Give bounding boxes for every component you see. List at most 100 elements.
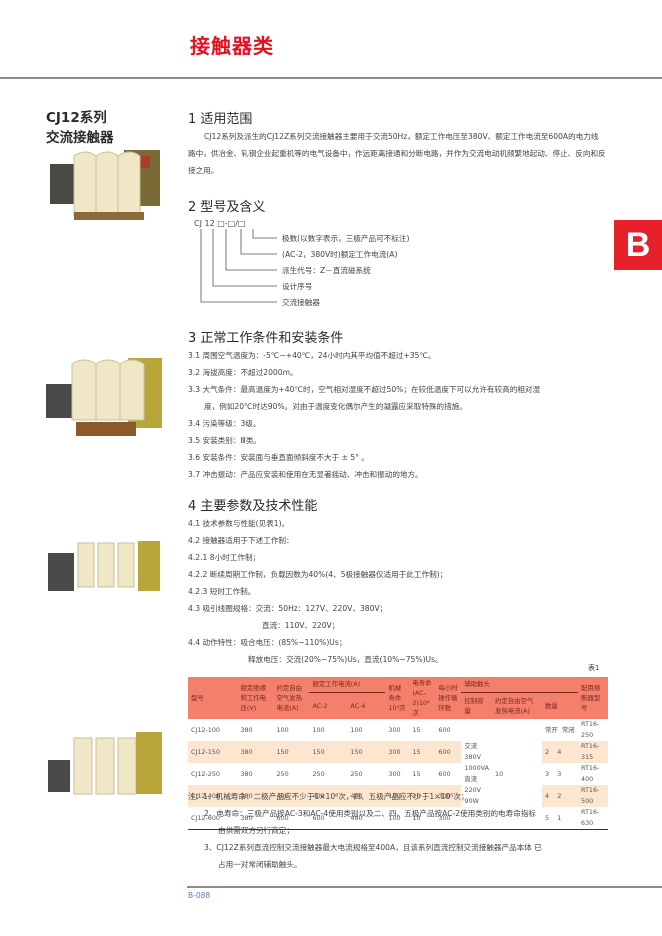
- cell: 400: [273, 785, 310, 807]
- th-aux-thermal: 约定自由空气发热电流(A): [492, 692, 542, 719]
- th-model: 型号: [188, 677, 238, 719]
- condition-item: 3.2 海拔高度：不超过2000m。: [188, 368, 298, 377]
- note-item: 3、CJ12Z系列直流控制交流接触器最大电流规格至400A，且该系列直流控制交流…: [204, 843, 542, 852]
- cell: 100: [276, 725, 289, 734]
- th-voltage: 额定绝缘和工作电压(V): [237, 677, 274, 719]
- table-row: CJ12-600 380 600 600 480 100 10 300 5 1 …: [188, 807, 608, 829]
- th-ac4: AC-4: [347, 692, 386, 719]
- section-tab-b: B: [614, 220, 662, 270]
- footer-divider: [187, 886, 662, 888]
- condition-item: 3.5 安装类别：Ⅲ类。: [188, 436, 261, 445]
- table-row: CJ12-100 380 100 100 100 300 15 600 交流38…: [188, 719, 608, 805]
- section-1-body: CJ12系列及派生的CJ12Z系列交流接触器主要用于交流50Hz，额定工作电压至…: [188, 132, 606, 175]
- section-3-heading: 3 正常工作条件和安装条件: [188, 331, 344, 346]
- cell: 4 2: [542, 785, 578, 807]
- param-item: 4.1 技术参数与性能(见表1)。: [188, 519, 290, 528]
- model-code: CJ 12 □-□/□: [194, 219, 246, 228]
- cell: 250: [276, 769, 289, 778]
- no-value: 5: [545, 813, 550, 822]
- param-item: 4.2.2 断续周期工作制，负载因数为40%(4、5极接触器仅适用于此工作制)；: [188, 570, 448, 579]
- cell: RT16-630: [581, 808, 600, 827]
- no-value: 2: [545, 747, 550, 756]
- param-item: 直流：110V、220V；: [262, 621, 340, 630]
- cell: 100: [350, 725, 363, 734]
- section-2-heading: 2 型号及含义: [188, 200, 266, 215]
- condition-item: 3.6 安装条件：安装面与垂直面倾斜度不大于 ± 5° 。: [188, 453, 370, 462]
- table-row: CJ12-400 380 400 400 400 100 10 300 4 2 …: [188, 785, 608, 807]
- note-item: 由供需双方另行商定；: [218, 826, 294, 835]
- code-label-poles: 极数(以数字表示，三极产品可不标注): [282, 234, 410, 243]
- cell: RT16-315: [578, 741, 608, 763]
- cell: 300: [385, 741, 410, 763]
- spec-table: 型号 额定绝缘和工作电压(V) 约定自由空气发热电流(A) 额定工作电流(A) …: [188, 677, 608, 829]
- aux-cap-line: 直流220V: [464, 775, 481, 794]
- cell: 100: [388, 813, 401, 822]
- cell: 480: [350, 813, 363, 822]
- cell: 3 3: [542, 763, 578, 785]
- no-value: 3: [545, 769, 550, 778]
- cell: 400: [347, 785, 386, 807]
- cell: CJ12-250: [191, 769, 220, 778]
- param-item: 4.4 动作特性：吸合电压：(85%~110%)Us；: [188, 638, 347, 647]
- nc-label: 常闭: [561, 725, 575, 734]
- th-thermal: 约定自由空气发热电流(A): [273, 677, 310, 719]
- cell: 300: [388, 725, 401, 734]
- th-aux-capacity: 控制容量: [461, 692, 492, 719]
- model-code-diagram-lines: [200, 229, 277, 303]
- code-label-type: 交流接触器: [282, 298, 320, 307]
- cell: 5 1: [542, 807, 578, 829]
- cell: 300: [388, 769, 401, 778]
- product-photo-3: [48, 541, 160, 591]
- cell: 10: [412, 813, 421, 822]
- cell: 380: [240, 813, 253, 822]
- section-3-list: 3.1 周围空气温度为：-5℃~+40℃，24小时内其平均值不超过+35℃。 3…: [188, 347, 628, 483]
- cell: 400: [309, 785, 348, 807]
- cell: 100: [312, 725, 325, 734]
- note-item: 注：1、机械寿命：二极产品应不少于1×10⁶次，四、五极产品应不少于1×10⁵次…: [188, 792, 469, 801]
- th-elec-life: 电寿命(AC-2)10⁴次: [409, 677, 436, 719]
- cell: 2 4: [542, 741, 578, 763]
- nc-value: 2: [557, 791, 562, 800]
- cell: 15: [412, 725, 421, 734]
- product-title: CJ12系列 交流接触器: [46, 108, 114, 148]
- cell: 600: [276, 813, 289, 822]
- cell: 380: [237, 785, 274, 807]
- no-label: 常开: [545, 725, 558, 734]
- table-row: CJ12-150 380 150 150 150 300 15 600 2 4 …: [188, 741, 608, 763]
- cell: 380: [237, 741, 274, 763]
- note-item: 占用一对常闭辅助触头。: [218, 860, 302, 869]
- nc-value: 1: [557, 813, 562, 822]
- th-fuse: 配用熔断器型号: [578, 677, 608, 719]
- cell: RT16-250: [581, 720, 600, 739]
- code-label-current: (AC-2，380V时)额定工作电流(A): [282, 250, 398, 259]
- param-item: 4.2 接触器适用于下述工作制：: [188, 536, 294, 545]
- cell: 300: [435, 785, 462, 807]
- no-value: 4: [545, 791, 550, 800]
- note-item: 2、电寿命：三极产品按AC-3和AC-4使用类别以及二、四、五极产品按AC-2使…: [204, 809, 537, 818]
- spec-table-wrap: 型号 额定绝缘和工作电压(V) 约定自由空气发热电流(A) 额定工作电流(A) …: [188, 677, 608, 830]
- cell: CJ12-600: [191, 813, 220, 822]
- cell: 150: [309, 741, 348, 763]
- cell: 380: [240, 725, 253, 734]
- cell: 600: [435, 741, 462, 763]
- cell: 常开 常闭: [542, 719, 578, 741]
- condition-item: 3.3 大气条件：最高温度为+40℃时，空气相对湿度不超过50%；在较低温度下可…: [188, 385, 541, 394]
- th-rated-current: 额定工作电流(A): [309, 677, 386, 693]
- condition-item: 3.4 污染等级：3级。: [188, 419, 261, 428]
- condition-item: 度，例如20℃时达90%。对由于温度变化偶尔产生的凝露应采取特殊的措施。: [204, 402, 467, 411]
- cell: 250: [312, 769, 325, 778]
- cell: CJ12-150: [188, 741, 238, 763]
- header-divider: [0, 77, 662, 79]
- cell: 600: [312, 813, 325, 822]
- section-4-heading: 4 主要参数及技术性能: [188, 499, 318, 514]
- condition-item: 3.7 冲击振动：产品应安装和使用在无显著摇动、冲击和振动的地方。: [188, 470, 423, 479]
- cell: 250: [350, 769, 363, 778]
- condition-item: 3.1 周围空气温度为：-5℃~+40℃，24小时内其平均值不超过+35℃。: [188, 351, 436, 360]
- cell: 300: [438, 813, 451, 822]
- nc-value: 4: [557, 747, 562, 756]
- param-item: 4.2.3 短时工作制。: [188, 587, 256, 596]
- aux-cap-line: 交流380V: [464, 742, 481, 761]
- aux-cap-line: 90W: [464, 797, 479, 805]
- section-1-heading: 1 适用范围: [188, 112, 253, 127]
- cell: RT16-500: [578, 785, 608, 807]
